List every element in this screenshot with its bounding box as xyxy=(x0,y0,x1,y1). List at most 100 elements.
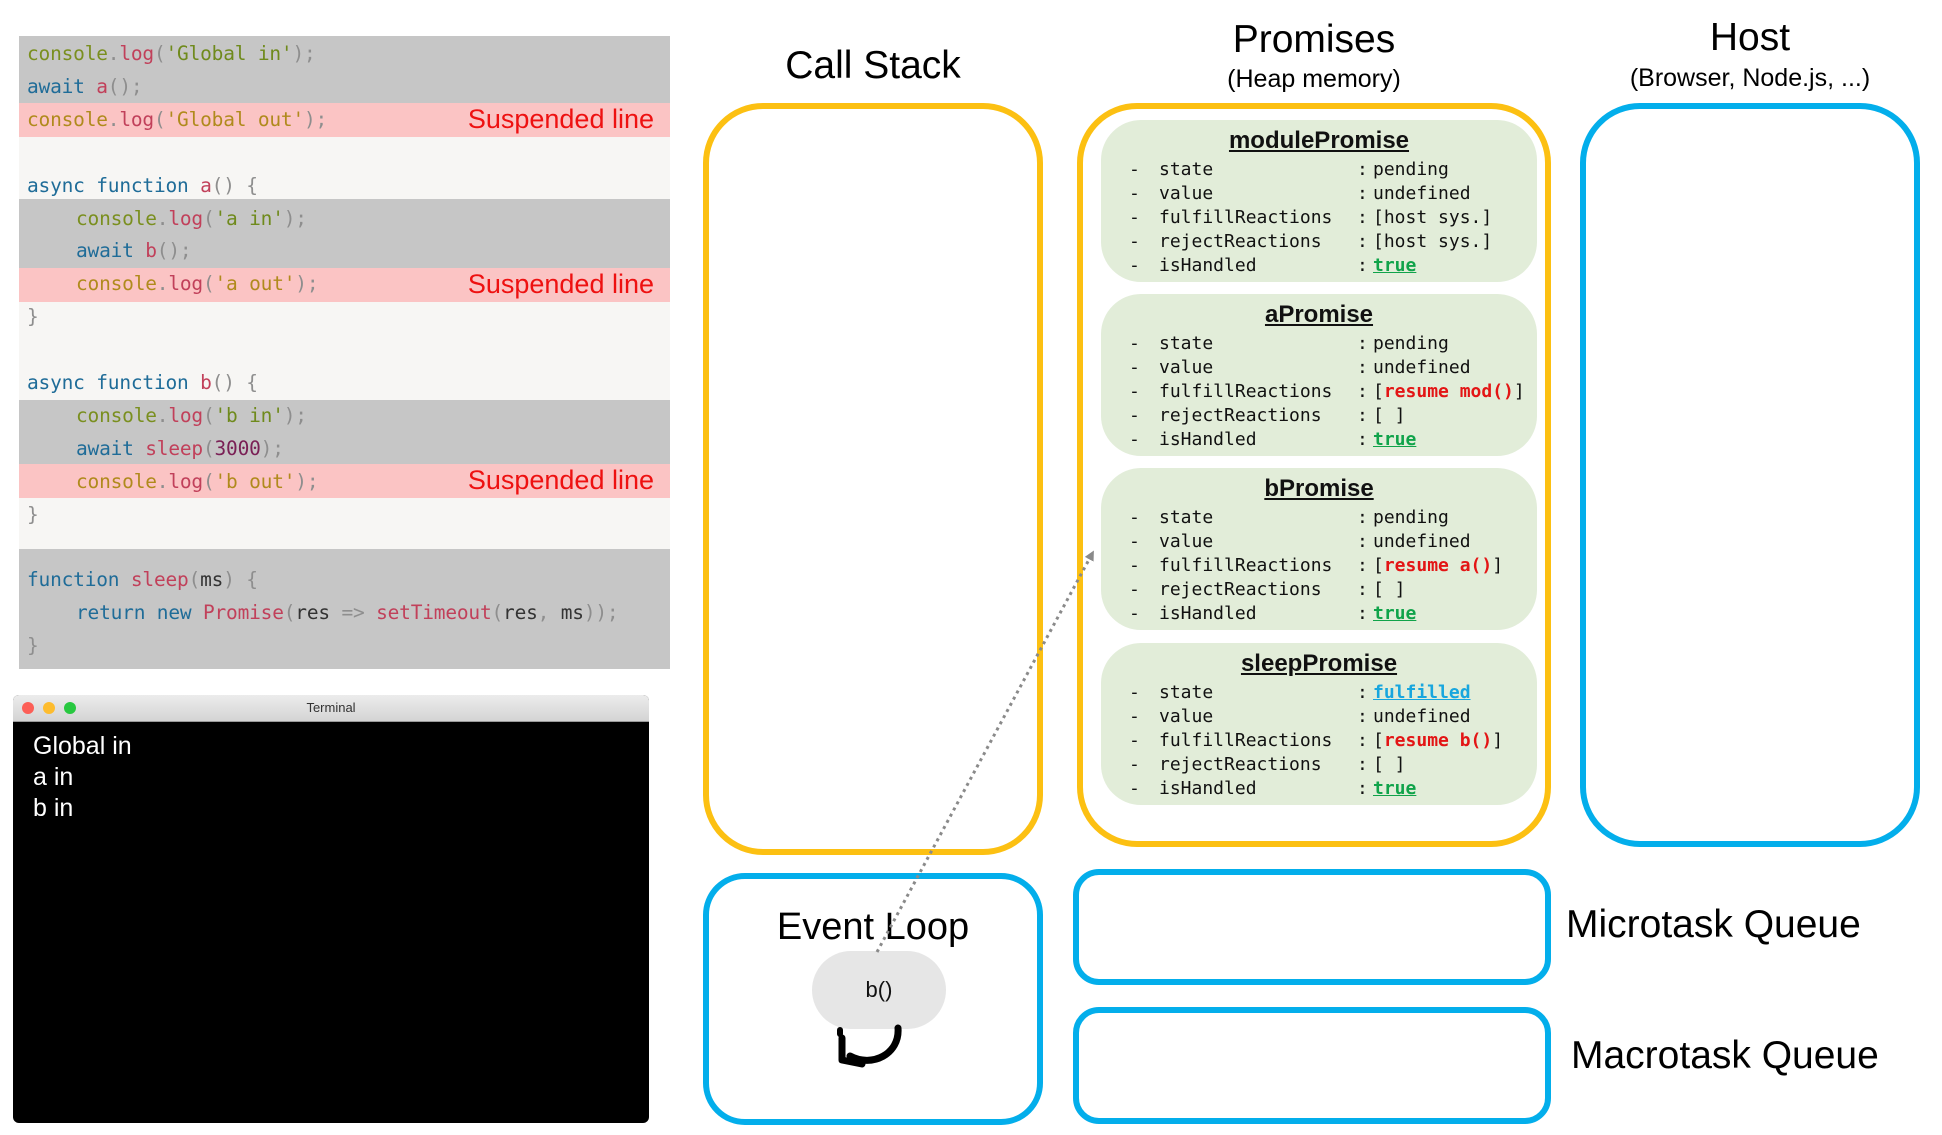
code-token: ); xyxy=(295,272,319,296)
code-token: console xyxy=(27,107,108,131)
code-token: Promise xyxy=(202,601,284,625)
separator: : xyxy=(1357,507,1368,528)
promise-field-rejectReactions: -rejectReactions:[ ] xyxy=(1129,753,1406,777)
bullet: - xyxy=(1129,405,1140,426)
macrotask-queue-box xyxy=(1073,1007,1551,1124)
field-key: fulfillReactions xyxy=(1159,730,1333,751)
code-token: . xyxy=(156,272,169,296)
separator: : xyxy=(1357,357,1368,378)
field-value: pending xyxy=(1373,507,1449,528)
field-key: state xyxy=(1159,507,1214,528)
code-token: ( xyxy=(202,206,215,230)
code-token: b xyxy=(145,239,157,263)
terminal-window: Terminal Global in a in b in xyxy=(13,695,649,1123)
host-box xyxy=(1580,103,1920,847)
field-value: ] xyxy=(1492,555,1504,576)
field-value: ] xyxy=(1513,381,1525,402)
promise-field-value: -value:undefined xyxy=(1129,356,1471,380)
executed-band xyxy=(19,549,670,669)
separator: : xyxy=(1357,555,1368,576)
field-value: [ ] xyxy=(1373,754,1406,775)
code-token: log xyxy=(168,272,203,296)
separator: : xyxy=(1357,381,1368,402)
promises-box xyxy=(1077,103,1551,847)
code-token: } xyxy=(27,305,39,329)
code-token: res xyxy=(503,601,538,625)
code-token: 'b out' xyxy=(214,469,296,493)
call-stack-title: Call Stack xyxy=(785,44,961,87)
code-token: 'Global out' xyxy=(165,107,305,131)
field-value: pending xyxy=(1373,159,1449,180)
promise-field-state: -state:pending xyxy=(1129,506,1449,530)
field-value: [ xyxy=(1373,555,1384,576)
field-value: [ ] xyxy=(1373,579,1406,600)
separator: : xyxy=(1357,682,1368,703)
bullet: - xyxy=(1129,507,1140,528)
code-token: () { xyxy=(211,173,258,197)
code-line: function sleep(ms) { xyxy=(27,563,258,596)
promise-field-rejectReactions: -rejectReactions:[host sys.] xyxy=(1129,230,1492,254)
bullet: - xyxy=(1129,555,1140,576)
separator: : xyxy=(1357,730,1368,751)
separator: : xyxy=(1357,778,1368,799)
promise-card-aPromise: aPromise-state:pending-value:undefined-f… xyxy=(1101,294,1537,456)
promise-name: bPromise xyxy=(1264,475,1374,502)
separator: : xyxy=(1357,706,1368,727)
code-token: (); xyxy=(107,74,143,98)
promise-card-bPromise: bPromise-state:pending-value:undefined-f… xyxy=(1101,468,1537,630)
bullet: - xyxy=(1129,333,1140,354)
code-line: } xyxy=(27,300,39,333)
promise-field-state: -state:fulfilled xyxy=(1129,681,1471,705)
code-line: console.log('Global out'); xyxy=(27,103,327,136)
host-subtitle: (Browser, Node.js, ...) xyxy=(1629,64,1871,92)
close-window-button[interactable] xyxy=(22,702,34,714)
code-token: . xyxy=(107,107,120,131)
code-token: () { xyxy=(211,371,258,394)
executed-band xyxy=(19,400,670,464)
code-token: function xyxy=(27,568,131,592)
code-line: await a(); xyxy=(27,70,143,103)
code-line: } xyxy=(27,498,39,531)
code-token: log xyxy=(168,403,203,427)
field-value: ] xyxy=(1492,730,1504,751)
code-panel: console.log('Global in');await a();conso… xyxy=(19,36,670,669)
bullet: - xyxy=(1129,429,1140,450)
code-line: async function a() { xyxy=(27,169,258,202)
maximize-window-button[interactable] xyxy=(64,702,76,714)
field-value: fulfilled xyxy=(1373,682,1471,703)
event-loop-box xyxy=(703,873,1043,1125)
promise-field-fulfillReactions: -fulfillReactions:[resume mod()] xyxy=(1129,380,1525,404)
code-token: ); xyxy=(292,42,316,65)
code-token: ); xyxy=(303,107,328,131)
terminal-titlebar[interactable]: Terminal xyxy=(13,695,649,722)
code-token: console xyxy=(76,469,157,493)
code-token: ) { xyxy=(223,568,258,592)
code-token: ( xyxy=(491,601,504,625)
code-token: return new xyxy=(76,601,203,625)
code-token: } xyxy=(27,634,39,658)
suspended-band xyxy=(19,268,670,302)
field-key: state xyxy=(1159,333,1214,354)
code-token: log xyxy=(119,42,154,65)
field-value: undefined xyxy=(1373,357,1471,378)
code-line: return new Promise(res => setTimeout(res… xyxy=(76,596,619,629)
field-key: value xyxy=(1159,706,1214,727)
promise-field-value: -value:undefined xyxy=(1129,182,1471,206)
code-token: ( xyxy=(153,42,166,65)
code-token: await xyxy=(76,436,146,460)
terminal-line: a in xyxy=(33,763,74,791)
promise-field-rejectReactions: -rejectReactions:[ ] xyxy=(1129,404,1406,428)
field-key: isHandled xyxy=(1159,429,1257,450)
promise-field-fulfillReactions: -fulfillReactions:[resume b()] xyxy=(1129,729,1503,753)
terminal-output: Global in a in b in xyxy=(33,731,132,824)
separator: : xyxy=(1357,531,1368,552)
code-token: , xyxy=(537,601,561,625)
promises-subtitle: (Heap memory) xyxy=(1227,65,1401,93)
promise-field-state: -state:pending xyxy=(1129,158,1449,182)
minimize-window-button[interactable] xyxy=(43,702,55,714)
code-token: 'a in' xyxy=(214,206,284,230)
code-line: await sleep(3000); xyxy=(76,432,284,465)
code-token: . xyxy=(156,403,169,427)
field-value: [ xyxy=(1373,381,1384,402)
field-value: [host sys.] xyxy=(1373,231,1493,252)
